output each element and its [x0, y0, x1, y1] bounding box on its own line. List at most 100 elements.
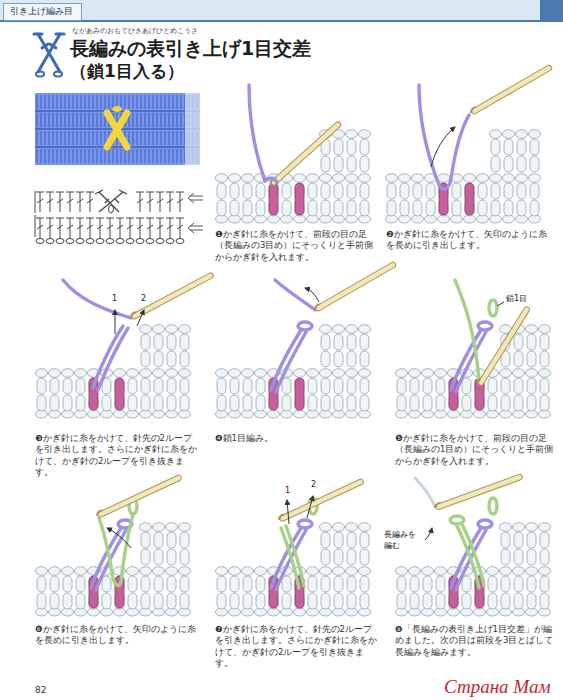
arrow-number: 1: [285, 486, 290, 497]
step-5-figure-part: [476, 308, 526, 386]
step-7-figure-part: [320, 523, 371, 565]
step-3-figure-part: [93, 326, 123, 388]
stitch-chart-part-part: [76, 239, 84, 244]
stitch-chart-part-part: [166, 239, 174, 244]
step-5-figure-part: [489, 300, 497, 316]
callout-label: 長編みを編む: [384, 530, 422, 552]
step-4-figure-part: [320, 325, 371, 367]
stitch-chart-part-part: [36, 239, 44, 244]
step-5-figure-part: [497, 302, 504, 306]
step-caption: ❻かぎ針に糸をかけて、矢印のように糸を長めに引き出します。: [35, 624, 201, 647]
step-2-figure: [386, 65, 549, 223]
step-4-figure-part: [271, 322, 312, 392]
stitch-chart-part: [126, 218, 134, 238]
stitch-chart-part-part: [176, 239, 184, 244]
ruby-text: ながあみのおもてひきあげひとめこうさ: [72, 27, 198, 36]
step-8-figure-part: [451, 520, 492, 590]
step-7-figure-part: [216, 567, 371, 616]
step-7-figure: [216, 479, 371, 616]
page-number: 82: [35, 684, 46, 696]
step-3-figure-part: [63, 280, 131, 318]
watermark: Страна Мам: [444, 674, 551, 700]
stitch-chart-part-part: [136, 239, 144, 244]
stitch-chart-part: [136, 218, 144, 238]
stitch-chart-part: [156, 192, 164, 212]
stitch-chart-part: [136, 192, 144, 212]
step-7-figure-part: [286, 526, 304, 586]
stitch-chart-part: [176, 192, 184, 212]
step-4-figure-part: [216, 369, 371, 418]
stitch-chart-part: [46, 192, 54, 212]
step-4-figure: [216, 262, 393, 418]
stitch-chart-part-part: [66, 239, 74, 244]
step-8-figure-part: [396, 567, 551, 616]
swatch-photo-part: [35, 111, 200, 147]
step-caption: ❺かぎ針に糸をかけて、前段の目の足（長編みの1目め）にそっくりと手前側からかぎ針…: [395, 433, 555, 467]
step-3-figure-part: [115, 310, 116, 334]
step-5-figure-part: [455, 280, 479, 380]
step-6-figure-part: [96, 475, 179, 516]
stitch-chart-part-part: [56, 239, 64, 244]
swatch-photo-part: [112, 106, 122, 112]
step-caption: ❷かぎ針に糸をかけて、矢印のように糸を長めに引き出します。: [386, 229, 554, 252]
step-8-figure-part: [425, 528, 432, 540]
stitch-symbol-icon-part: [42, 44, 56, 48]
step-6-figure-part: [107, 528, 131, 548]
step-4-figure-part: [305, 288, 319, 302]
stitch-chart-part: [36, 239, 184, 244]
stitch-chart-part: [36, 192, 44, 212]
step-caption: ❶かぎ針に糸をかけて、前段の目の足（長編みの3目め）にそっくりと手前側からかぎ針…: [215, 229, 377, 263]
header-band-part: [0, 0, 563, 20]
stitch-symbol-icon-part: [36, 72, 44, 77]
stitch-symbol-icon-part: [34, 33, 64, 36]
stitch-chart-part-part: [146, 239, 154, 244]
stitch-chart-part: [36, 218, 44, 238]
stitch-chart-part-part: [126, 239, 134, 244]
step-2-figure-part: [419, 85, 469, 189]
stitch-chart-part: [96, 218, 104, 238]
step-7-figure-part: [307, 496, 313, 518]
step-3-figure-part: [137, 310, 144, 326]
stitch-chart-part: [116, 218, 124, 238]
stitch-chart-part: [146, 192, 154, 212]
step-7-figure-part: [278, 479, 361, 520]
step-3-figure-part: [36, 369, 191, 418]
step-caption: ❼かぎ針に糸をかけて、針先の2ループを引き出します。さらにかぎ針に糸をかけて、か…: [215, 624, 381, 670]
stitch-chart-part: [156, 218, 164, 238]
step-8-figure-part: [489, 498, 497, 514]
step-1-figure-part: [249, 85, 265, 181]
stitch-chart-part: [66, 218, 74, 238]
stitch-chart-part: [188, 223, 203, 233]
step-1-figure-part: [216, 174, 371, 223]
stitch-symbol-icon-part: [38, 34, 60, 72]
swatch-photo-part: [185, 93, 200, 165]
stitch-symbol-icon-part: [54, 72, 62, 77]
step-caption: ❹鎖1目編み。: [215, 433, 375, 444]
stitch-chart-part: [66, 192, 74, 212]
section-tab: 引き上げ編み目: [3, 3, 82, 21]
step-8-figure-part: [462, 524, 484, 586]
stitch-chart-part: [35, 191, 36, 237]
step-6-figure-part: [99, 514, 133, 585]
step-3-figure-part: [98, 328, 128, 390]
step-3-figure-part: [129, 273, 210, 318]
stitch-chart-part-part: [106, 239, 114, 244]
stitch-chart-part: [95, 190, 127, 212]
stitch-chart-part: [76, 218, 84, 238]
step-caption: ❸かぎ針に糸をかけて、針先の2ループを引き出します。さらにかぎ針に糸をかけて、か…: [35, 433, 201, 479]
arrow-number: 2: [311, 480, 316, 491]
callout-label: 鎖1目: [506, 294, 527, 305]
stitch-chart-part: [46, 218, 54, 238]
stitch-chart-part: [109, 205, 114, 213]
stitch-chart-part: [56, 218, 64, 238]
step-3-figure: [36, 273, 211, 418]
stitch-chart-part: [146, 218, 154, 238]
step-4-figure-part: [313, 262, 393, 310]
step-8-figure: [396, 474, 551, 616]
stitch-chart-part: [56, 192, 64, 212]
stitch-chart-part-part: [46, 239, 54, 244]
step-2-figure-part: [469, 65, 549, 113]
header-band-part: [0, 20, 563, 22]
